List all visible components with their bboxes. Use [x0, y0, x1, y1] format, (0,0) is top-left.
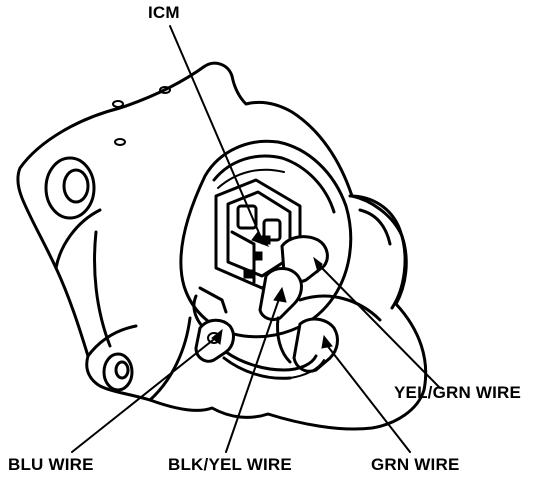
blk-yel-arrowhead	[273, 286, 287, 303]
distributor-cap-rim	[298, 194, 407, 322]
blu-wire-label: BLU WIRE	[8, 455, 94, 474]
blu-arrowhead	[211, 328, 223, 345]
grn-leader	[325, 343, 411, 453]
blk-yel-wire-label: BLK/YEL WIRE	[168, 455, 292, 474]
yel-grn-wire-label: YEL/GRN WIRE	[394, 383, 522, 402]
wire-harness	[222, 316, 325, 380]
yel-grn-arrowhead	[313, 256, 323, 274]
icm-label: ICM	[148, 3, 180, 22]
distributor-housing	[16, 61, 428, 431]
blk-yel-leader	[225, 295, 281, 453]
icm-arrowhead	[251, 231, 270, 248]
blu-leader	[71, 335, 219, 453]
yel-grn-leader	[317, 263, 441, 389]
leader-lines	[71, 25, 441, 453]
grn-arrowhead	[321, 334, 333, 349]
icm-leader	[169, 25, 263, 241]
blu-terminal	[194, 318, 235, 363]
grn-wire-label: GRN WIRE	[371, 455, 460, 474]
